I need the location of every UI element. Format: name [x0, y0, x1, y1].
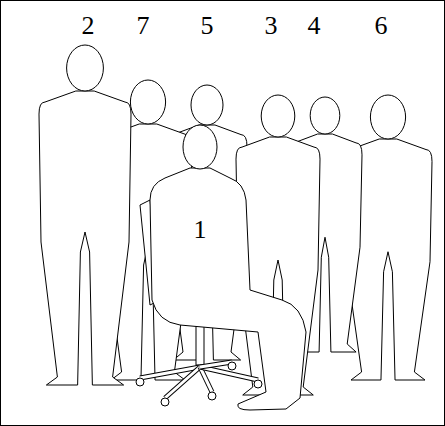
person-body	[150, 168, 306, 410]
chair-wheel	[254, 380, 262, 388]
people-group	[39, 45, 432, 410]
chair-leg	[165, 367, 200, 398]
standing-person	[39, 45, 131, 385]
chair-wheel	[228, 362, 236, 370]
person-head	[67, 45, 104, 91]
callout-number: 4	[308, 12, 321, 40]
chair-wheel	[208, 392, 216, 400]
person-head	[310, 97, 340, 134]
callout-number: 7	[137, 12, 150, 40]
chair-wheel	[161, 398, 169, 406]
chair-leg-fill	[165, 367, 200, 398]
callout-number: 3	[265, 12, 278, 40]
seated-person	[150, 125, 306, 410]
chair-leg	[200, 362, 232, 367]
chair-leg-fill	[200, 362, 232, 367]
person-head	[183, 125, 217, 169]
callout-number: 6	[375, 12, 388, 40]
callout-number: 5	[201, 12, 214, 40]
person-head	[370, 95, 405, 139]
chair-wheel	[136, 378, 144, 386]
person-head	[191, 85, 223, 125]
callout-number: 1	[194, 216, 207, 244]
person-head	[130, 80, 165, 124]
callout-number: 2	[82, 12, 95, 40]
person-body	[39, 91, 131, 385]
person-head	[261, 95, 295, 137]
